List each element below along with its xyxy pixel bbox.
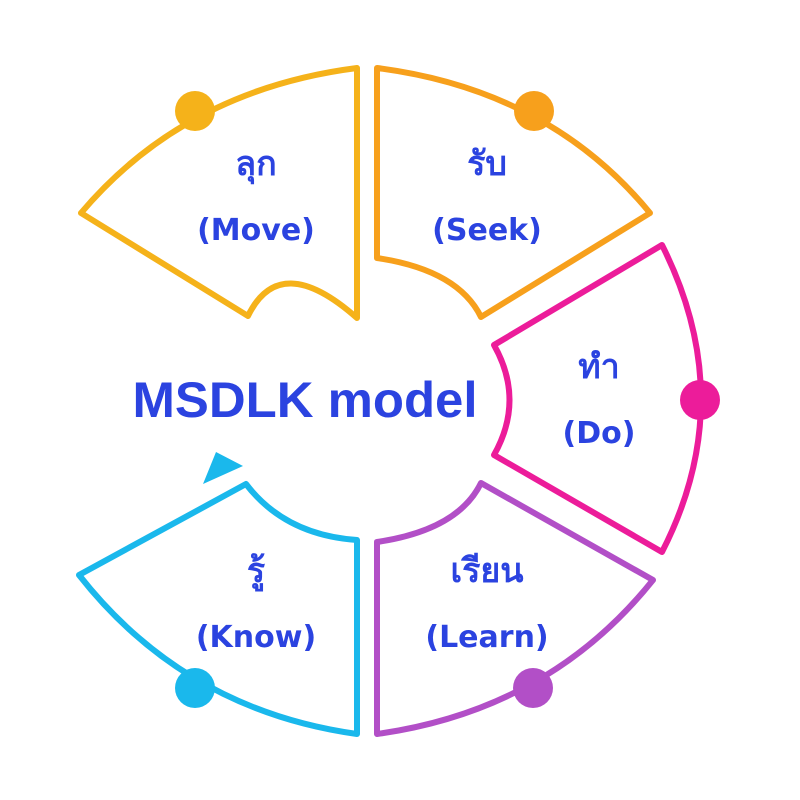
segment-know-english-label: (Know)	[196, 620, 316, 655]
segment-seek-thai-label: รับ	[467, 144, 507, 184]
segment-know: รู้ (Know)	[76, 481, 360, 737]
segment-learn: เรียน (Learn)	[374, 480, 656, 737]
segment-move-english-label: (Move)	[197, 213, 315, 248]
center-title: MSDLK model	[133, 372, 478, 428]
segment-move-node	[175, 91, 215, 131]
segment-learn-node	[513, 668, 553, 708]
segment-know-node	[175, 668, 215, 708]
segment-learn-outline	[374, 480, 656, 737]
segment-learn-english-label: (Learn)	[425, 620, 548, 655]
segment-seek-outline	[374, 65, 653, 320]
segment-do-node	[680, 380, 720, 420]
segment-do-thai-label: ทำ	[578, 347, 620, 387]
segment-know-outline	[76, 481, 360, 737]
segment-seek-node	[514, 91, 554, 131]
cycle-arrow-icon	[203, 452, 243, 484]
segment-do-english-label: (Do)	[563, 416, 636, 451]
segment-move-thai-label: ลุก	[235, 144, 276, 185]
segment-learn-thai-label: เรียน	[450, 551, 523, 591]
segment-move-outline	[78, 65, 360, 321]
segment-seek: รับ (Seek)	[374, 65, 653, 320]
segment-seek-english-label: (Seek)	[432, 213, 542, 248]
segment-know-thai-label: รู้	[247, 551, 266, 592]
segment-do-outline	[491, 242, 704, 555]
segment-move: ลุก (Move)	[78, 65, 360, 321]
segment-do: ทำ (Do)	[491, 242, 720, 555]
